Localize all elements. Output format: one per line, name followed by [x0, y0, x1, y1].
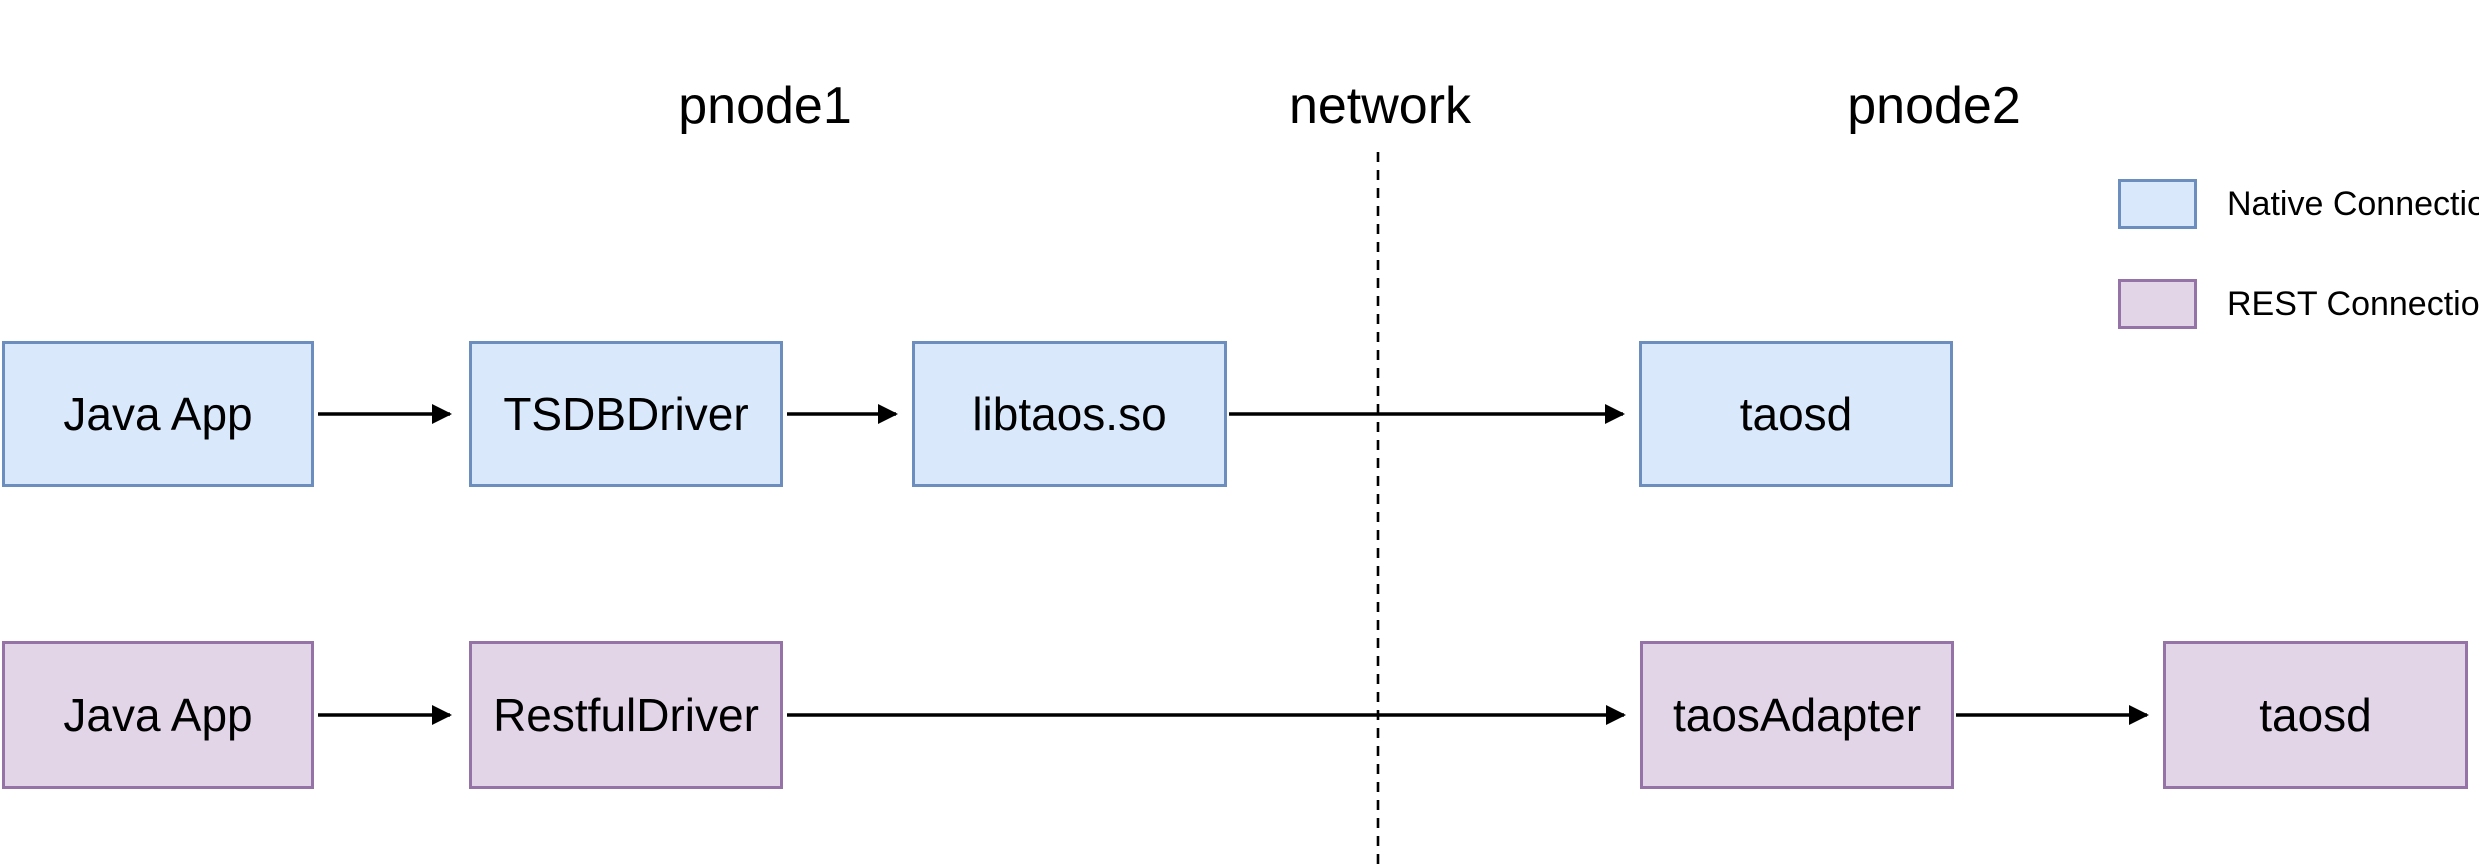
node-java-app-native: Java App — [2, 341, 314, 487]
zone-label-pnode1: pnode1 — [678, 77, 852, 135]
node-taosd-rest: taosd — [2163, 641, 2468, 789]
node-label: TSDBDriver — [503, 388, 749, 440]
node-label: libtaos.so — [972, 388, 1167, 440]
node-restful-driver: RestfulDriver — [469, 641, 783, 789]
node-taosd-native: taosd — [1639, 341, 1953, 487]
node-tsdb-driver: TSDBDriver — [469, 341, 783, 487]
legend-label-rest-connection: REST Connection — [2227, 284, 2479, 323]
node-label: taosd — [2259, 689, 2372, 741]
node-label: Java App — [63, 689, 253, 741]
node-java-app-rest: Java App — [2, 641, 314, 789]
node-label: RestfulDriver — [493, 689, 759, 741]
node-label: taosd — [1739, 388, 1853, 440]
zone-label-pnode2: pnode2 — [1847, 77, 2021, 135]
zone-label-network: network — [1288, 77, 1472, 135]
legend-swatch-native-connection — [2118, 179, 2197, 229]
legend-label-native-connection: Native Connection — [2227, 184, 2479, 223]
node-label: Java App — [63, 388, 253, 440]
node-taos-adapter: taosAdapter — [1640, 641, 1954, 789]
legend-item-rest: REST Connection — [2118, 279, 2479, 329]
node-label: taosAdapter — [1672, 689, 1922, 741]
legend-swatch-rest-connection — [2118, 279, 2197, 329]
node-libtaos-so: libtaos.so — [912, 341, 1227, 487]
legend-item-native: Native Connection — [2118, 179, 2479, 229]
